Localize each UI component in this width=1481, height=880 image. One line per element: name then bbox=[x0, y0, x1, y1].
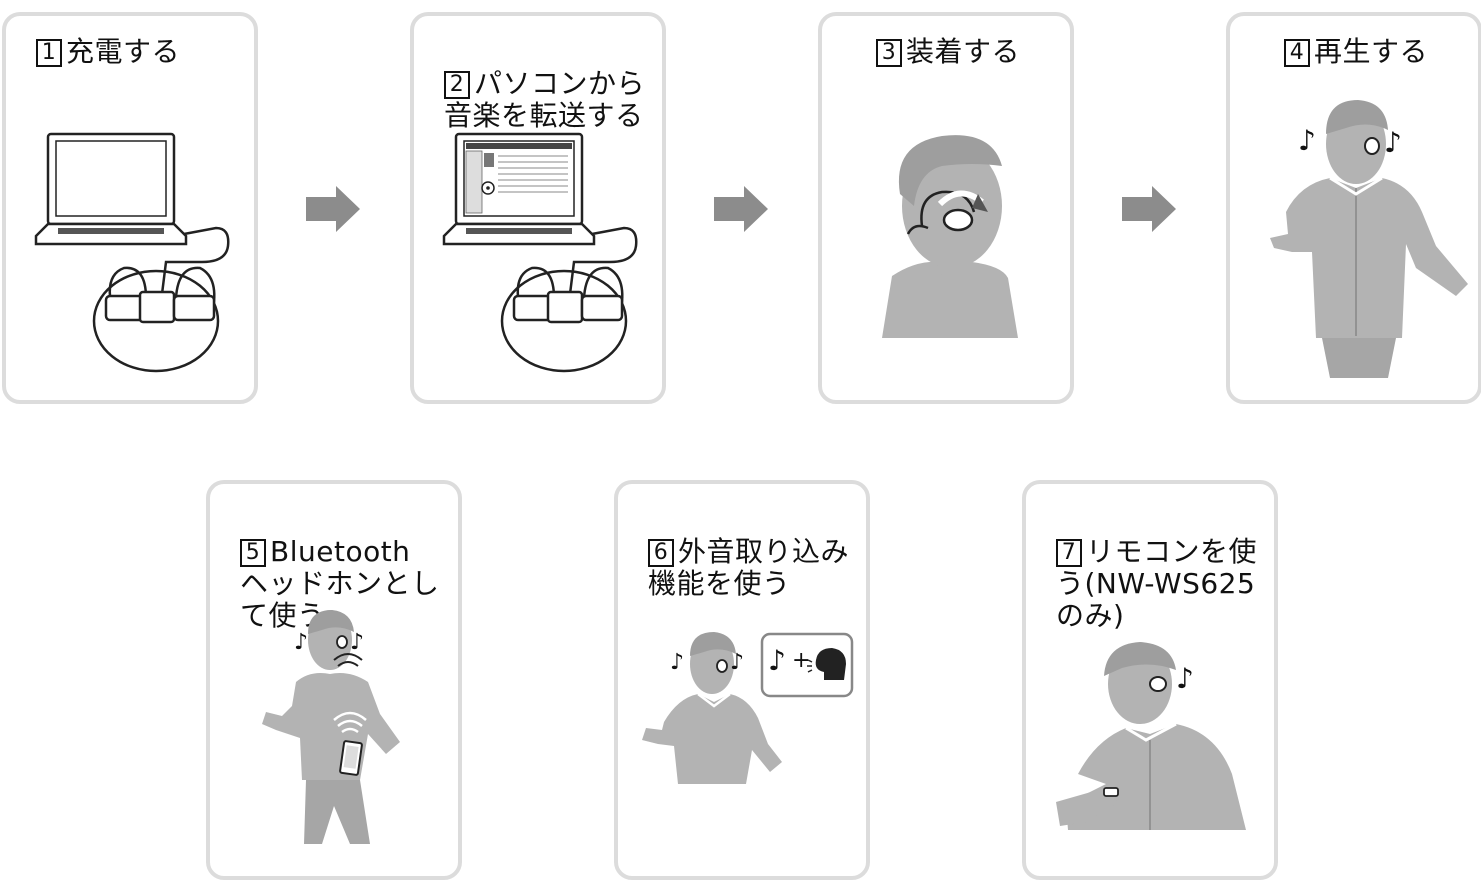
wrist-remote-icon bbox=[1103, 787, 1119, 797]
ambient-sound-illustration bbox=[642, 632, 854, 784]
music-note-icon: ♪ bbox=[768, 644, 786, 677]
music-note-icon: ♪ bbox=[350, 630, 365, 655]
running-listening-illustration bbox=[1270, 100, 1468, 378]
laptop-icon bbox=[442, 132, 596, 246]
step-3-number: 3 bbox=[876, 39, 902, 67]
music-note-icon: ♪ bbox=[670, 650, 685, 675]
arrow-right-icon bbox=[1122, 186, 1176, 232]
step-1-number: 1 bbox=[36, 39, 62, 67]
step-2-number: 2 bbox=[444, 71, 470, 99]
music-note-icon: ♪ bbox=[1176, 662, 1194, 695]
step-7-label: リモコンを使 う(NW-WS625 のみ) bbox=[1056, 535, 1258, 632]
step-2-label: パソコンから 音楽を転送する bbox=[444, 67, 646, 132]
step-7-number: 7 bbox=[1056, 539, 1082, 567]
music-note-icon: ♪ bbox=[1384, 126, 1402, 159]
speaking-head-icon bbox=[807, 648, 846, 680]
smartphone-icon bbox=[339, 740, 363, 776]
step-5-label: Bluetooth ヘッドホンとし て使う bbox=[240, 535, 440, 632]
arrow-right-icon bbox=[306, 186, 360, 232]
earpiece-icon bbox=[1364, 137, 1380, 155]
laptop-icon bbox=[34, 132, 188, 246]
step-6-number: 6 bbox=[648, 539, 674, 567]
laptop-charging-illustration bbox=[34, 132, 230, 373]
step-3-label: 装着する bbox=[906, 35, 1021, 68]
plus-icon: + bbox=[792, 648, 811, 673]
signal-waves-icon bbox=[333, 653, 363, 667]
earpiece-icon bbox=[336, 635, 348, 649]
music-note-icon: ♪ bbox=[1298, 124, 1316, 157]
music-note-icon: ♪ bbox=[294, 630, 309, 655]
headphone-earpiece-icon bbox=[906, 190, 976, 235]
earpiece-icon bbox=[1149, 676, 1167, 692]
step-5-number: 5 bbox=[240, 539, 266, 567]
laptop-transfer-illustration bbox=[442, 132, 638, 373]
wifi-waves-icon bbox=[333, 711, 367, 734]
step-4-number: 4 bbox=[1284, 39, 1310, 67]
step-4-label: 再生する bbox=[1314, 35, 1429, 68]
step-6-label: 外音取り込み 機能を使う bbox=[648, 535, 850, 600]
music-note-icon: ♪ bbox=[730, 650, 745, 675]
remote-control-illustration bbox=[1056, 642, 1246, 830]
wearing-headphones-illustration bbox=[882, 135, 1018, 338]
arrow-right-icon bbox=[714, 186, 768, 232]
bluetooth-headphone-illustration bbox=[262, 610, 400, 844]
headphones-icon bbox=[92, 266, 220, 373]
step-1-label: 充電する bbox=[66, 35, 181, 68]
headphones-icon bbox=[500, 266, 628, 373]
earpiece-icon bbox=[716, 659, 728, 673]
